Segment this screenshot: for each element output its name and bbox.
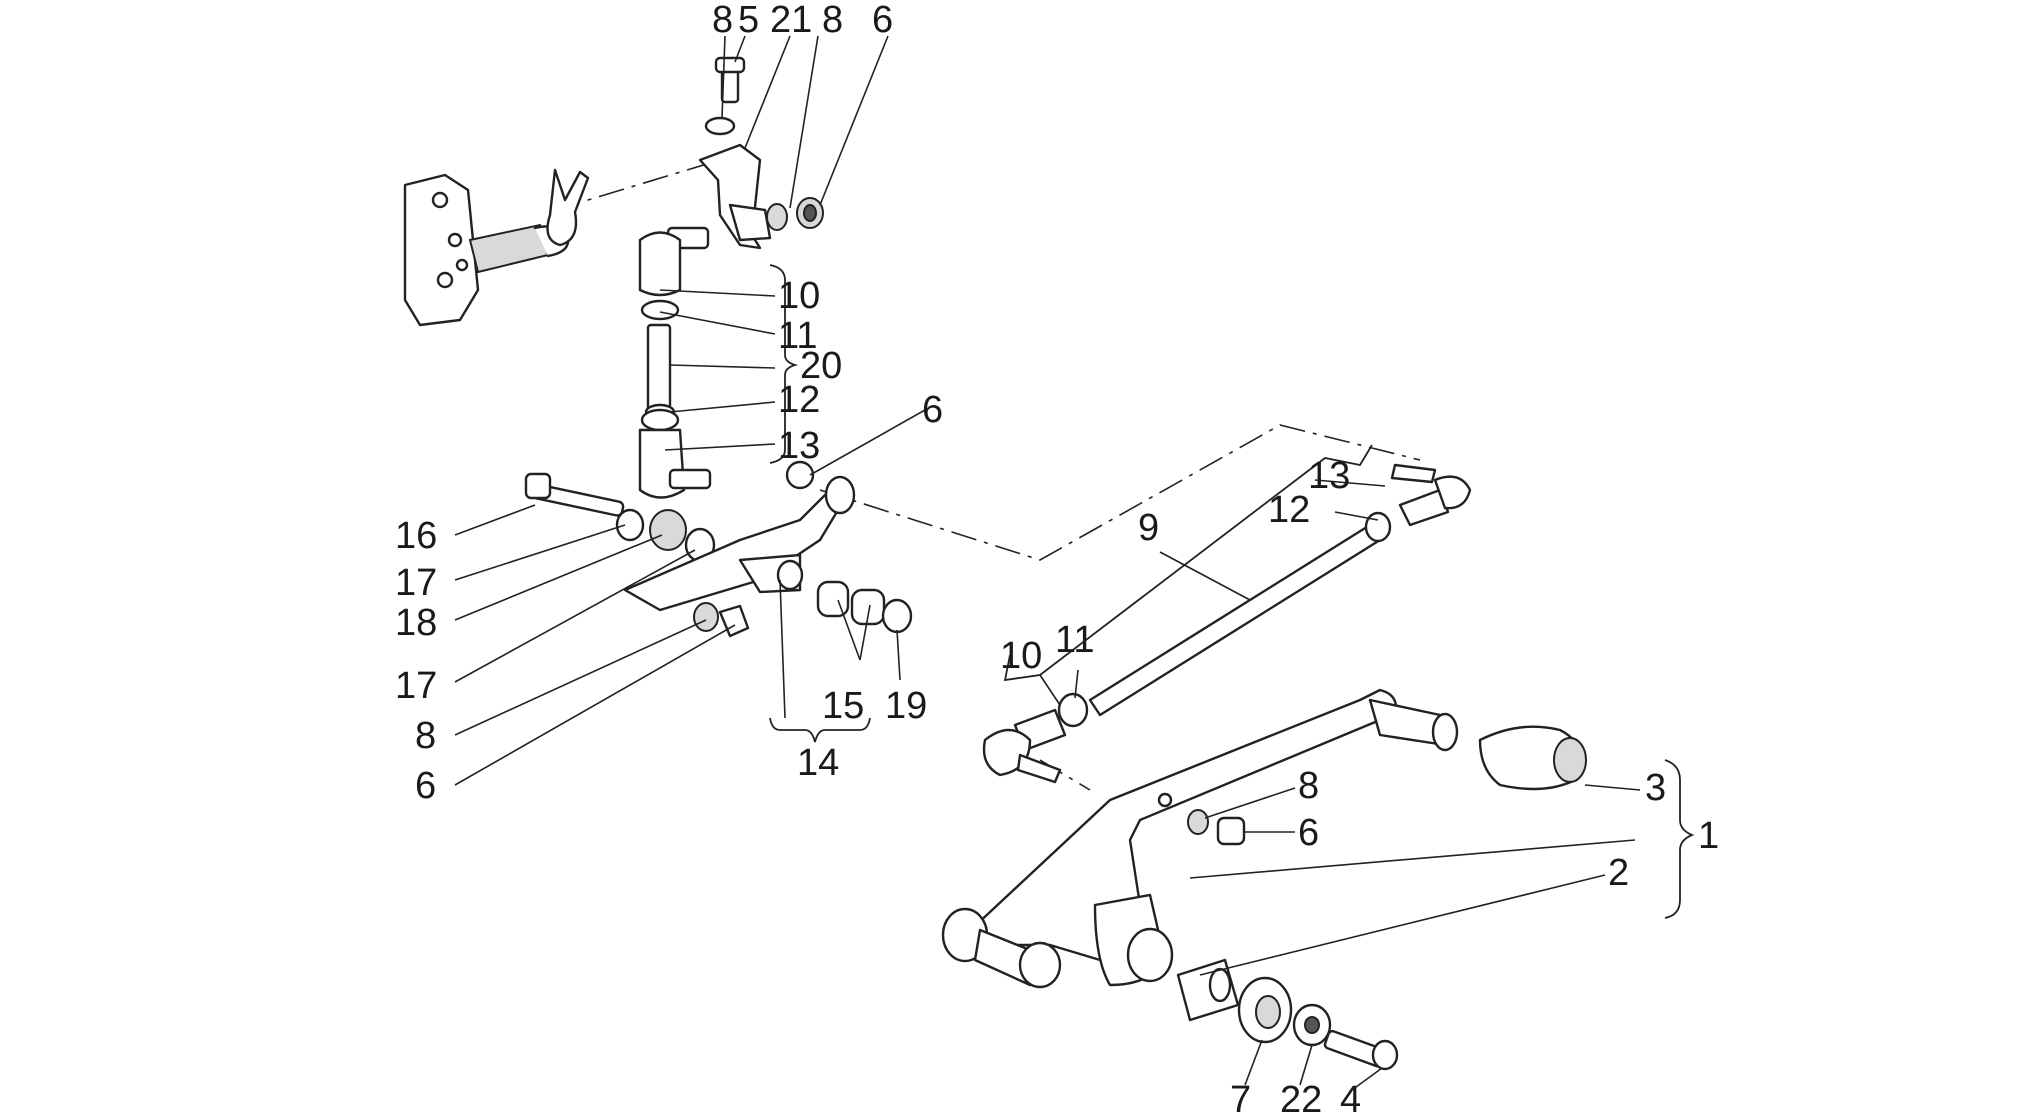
callout-1: 1 [1698, 815, 1719, 857]
callout-10-right: 10 [1000, 635, 1042, 677]
gear-shift-pedal [941, 688, 1587, 989]
callout-13-upper: 13 [778, 425, 820, 467]
callout-19: 19 [885, 685, 927, 727]
callout-12-right: 12 [1268, 489, 1310, 531]
callout-10-upper: 10 [778, 275, 820, 317]
callout-15: 15 [822, 685, 864, 727]
callout-13-right: 13 [1308, 455, 1350, 497]
callout-9: 9 [1138, 507, 1159, 549]
upper-lever-assembly [666, 56, 824, 250]
callout-6-right: 6 [1298, 812, 1319, 854]
callout-8-right: 8 [1298, 765, 1319, 807]
callout-11-upper: 11 [778, 315, 817, 357]
callout-17-upper: 17 [395, 562, 437, 604]
callout-7: 7 [1230, 1079, 1251, 1117]
callout-2: 2 [1608, 852, 1629, 894]
callout-8-top-left: 8 [712, 0, 733, 41]
callout-5: 5 [738, 0, 759, 41]
callout-17-lower: 17 [395, 665, 437, 707]
callout-12-upper: 12 [778, 379, 820, 421]
callout-3: 3 [1645, 767, 1666, 809]
callout-20: 20 [800, 345, 842, 387]
lower-bracket-assembly [524, 460, 913, 638]
callout-11-right: 11 [1055, 619, 1094, 661]
callout-6-middle: 6 [922, 389, 943, 431]
callout-14: 14 [797, 742, 839, 784]
callout-18: 18 [395, 602, 437, 644]
callout-labels: 8 5 21 8 6 10 11 20 12 13 6 16 17 18 17 … [395, 0, 1719, 1117]
callout-22: 22 [1280, 1079, 1322, 1117]
callout-6-left: 6 [415, 765, 436, 807]
leader-lines [454, 35, 1695, 1091]
horizontal-linkage-rod [982, 463, 1472, 784]
callout-16: 16 [395, 515, 437, 557]
callout-4: 4 [1340, 1079, 1361, 1117]
callout-21: 21 [770, 0, 812, 41]
pedal-pivot-hardware [1176, 809, 1399, 1071]
vertical-rod-assembly [638, 231, 712, 499]
gear-selector-shaft [403, 168, 590, 327]
callout-8-left: 8 [415, 715, 436, 757]
callout-8-top-right: 8 [822, 0, 843, 41]
callout-6-top: 6 [872, 0, 893, 41]
